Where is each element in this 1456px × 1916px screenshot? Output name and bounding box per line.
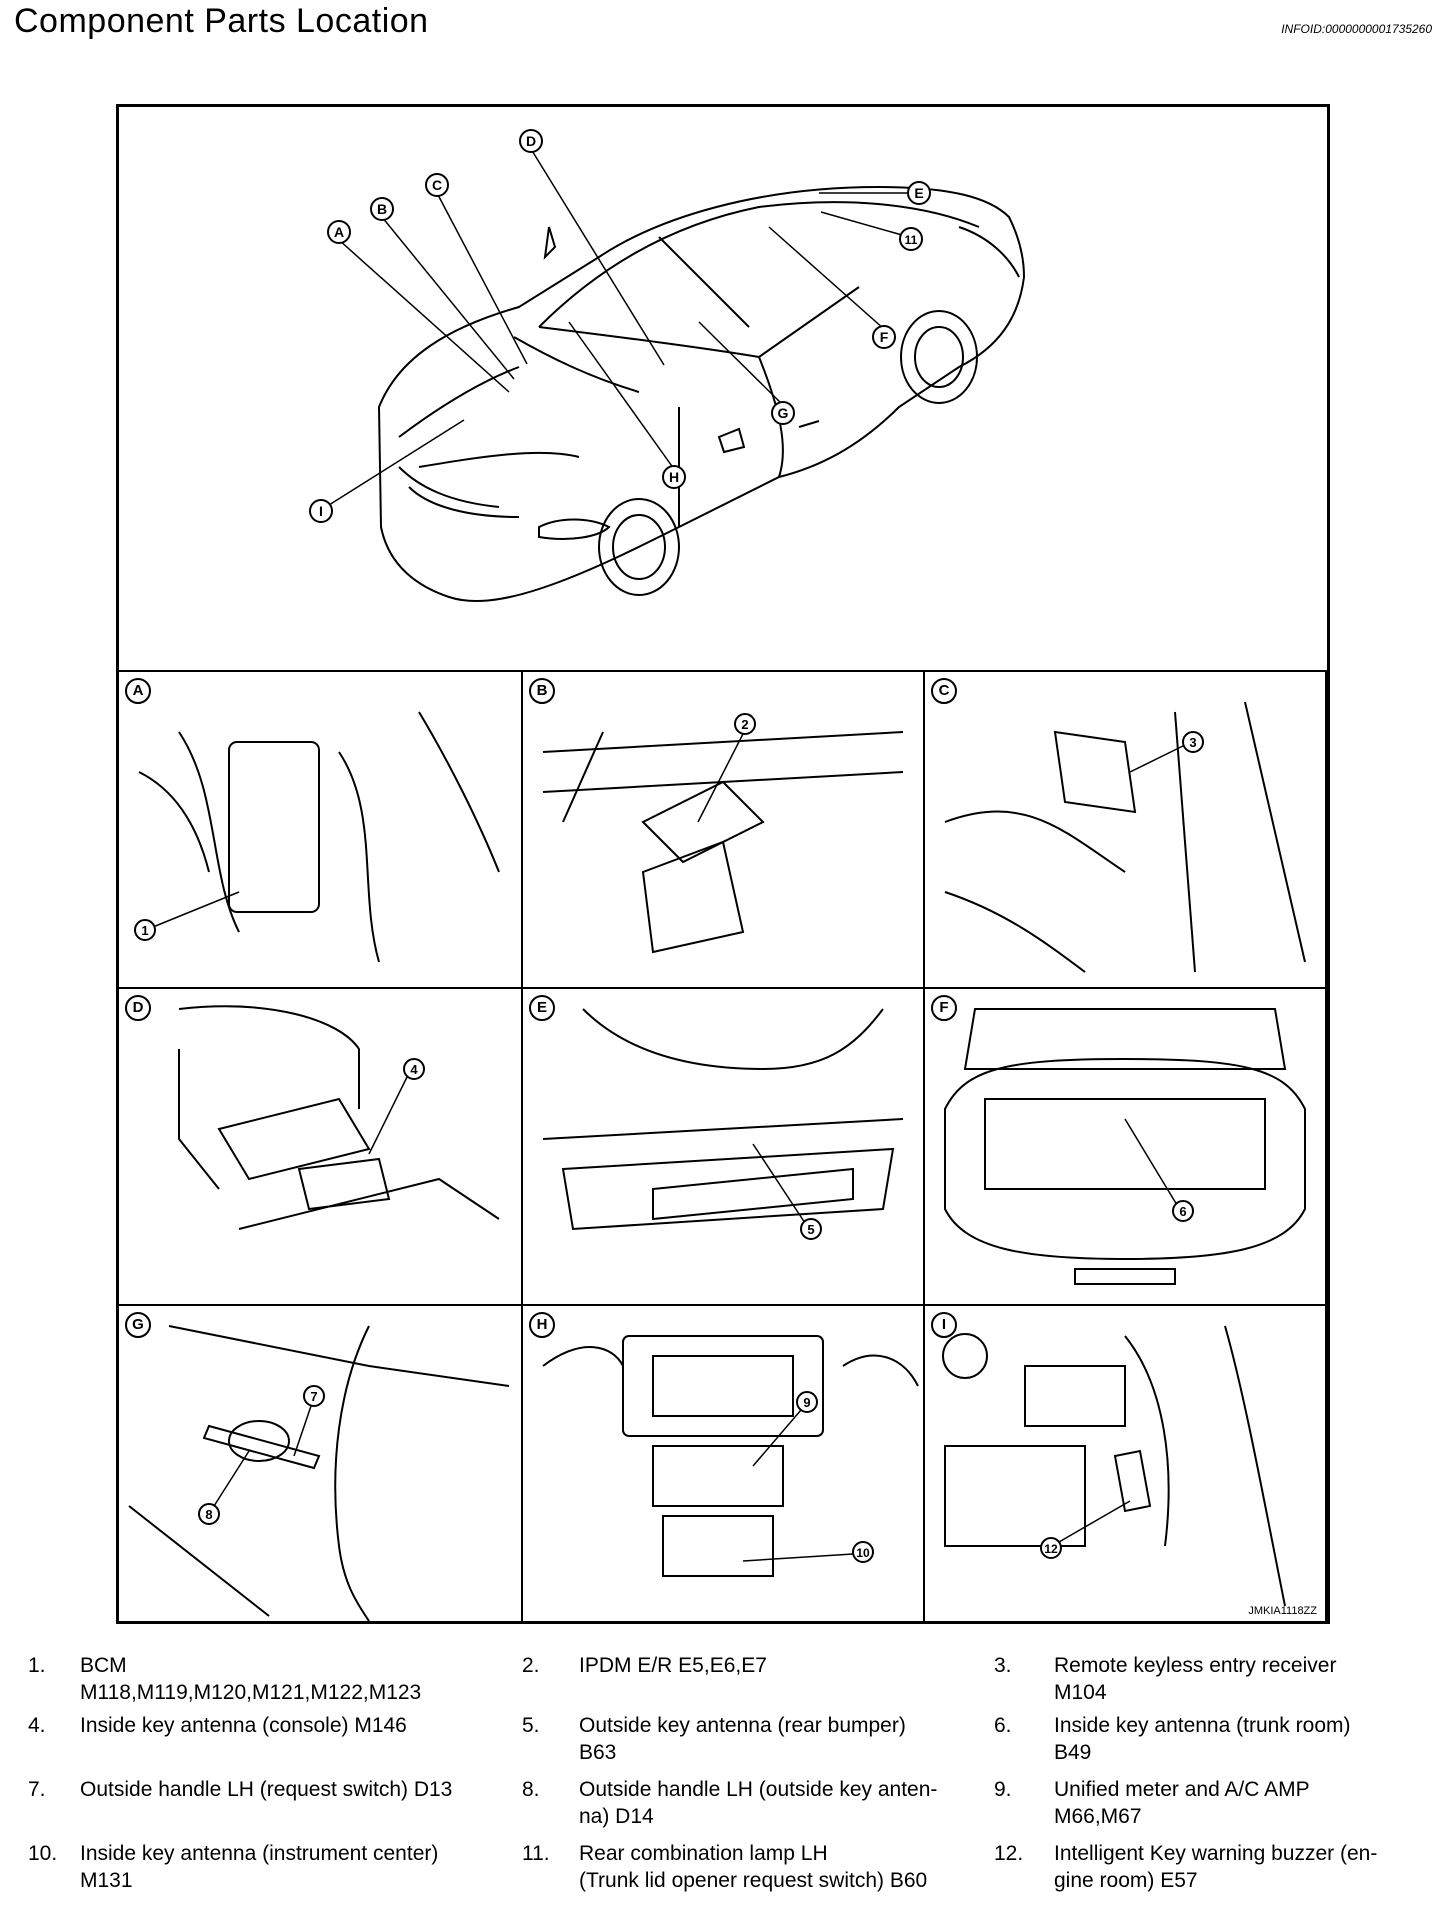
panel-B-drawing: 2 <box>542 713 904 954</box>
legend-item-number: 3. <box>994 1654 1012 1677</box>
info-id: INFOID:0000000001735260 <box>1281 22 1432 36</box>
panel-E-drawing: 5 <box>542 1008 904 1240</box>
panel-H-callout2: 10 <box>856 1546 870 1560</box>
legend-item-number: 11. <box>522 1842 550 1865</box>
panel-C-drawing: 3 <box>944 701 1306 973</box>
panel-H: 9 10 H <box>523 1304 925 1621</box>
car-overview-illustration: A B C D E F G H I 11 <box>119 107 1327 669</box>
panel-I: 12 I JMKIA1118ZZ <box>925 1304 1327 1621</box>
panel-C: 3 C <box>925 670 1327 987</box>
legend-item-number: 1. <box>28 1654 46 1677</box>
panel-B-callout: 2 <box>741 717 748 732</box>
callout-D-label: D <box>526 133 536 149</box>
callout-F: F <box>872 325 896 349</box>
panel-D-callout: 4 <box>410 1062 418 1077</box>
panel-A: 1 A <box>119 670 523 987</box>
legend-item-number: 2. <box>522 1654 540 1677</box>
legend-item-text: IPDM E/R E5,E6,E7 <box>579 1654 767 1677</box>
legend-item-text: Remote keyless entry receiver M104 <box>1054 1654 1337 1704</box>
panel-C-label: C <box>931 678 957 704</box>
callout-C: C <box>425 173 449 197</box>
panel-H-callout: 9 <box>803 1395 810 1410</box>
panel-I-label: I <box>931 1312 957 1338</box>
panel-E-label: E <box>529 995 555 1021</box>
panel-A-callout: 1 <box>141 923 148 938</box>
panel-F-callout: 6 <box>1179 1204 1186 1219</box>
callout-F-label: F <box>880 329 889 345</box>
legend-item-text: Outside handle LH (request switch) D13 <box>80 1778 453 1801</box>
panel-F: 6 F <box>925 987 1327 1304</box>
callout-A-label: A <box>334 224 344 240</box>
callout-I-label: I <box>319 503 323 519</box>
panel-D-label: D <box>125 995 151 1021</box>
legend-item-number: 7. <box>28 1778 46 1801</box>
legend-item-text: BCM M118,M119,M120,M121,M122,M123 <box>80 1654 422 1704</box>
panel-D: 4 D <box>119 987 523 1304</box>
legend-item-text: Inside key antenna (console) M146 <box>80 1714 407 1737</box>
callout-C-label: C <box>432 177 442 193</box>
panel-G-callout2: 8 <box>205 1507 212 1522</box>
panel-B-label: B <box>529 678 555 704</box>
panel-F-drawing: 6 <box>944 1008 1306 1285</box>
legend-item-number: 8. <box>522 1778 540 1801</box>
callout-D: D <box>519 129 543 153</box>
legend-item-text: Inside key antenna (instrument center) M… <box>80 1842 439 1892</box>
panel-B: 2 B <box>523 670 925 987</box>
legend-item-number: 12. <box>994 1842 1024 1865</box>
panel-H-drawing: 9 10 <box>542 1335 919 1577</box>
panel-H-label: H <box>529 1312 555 1338</box>
panel-D-drawing: 4 <box>178 1005 500 1230</box>
component-figure: A B C D E F G H I 11 1 A 2 B 3 C <box>116 104 1330 1624</box>
panel-G-callout: 7 <box>310 1389 317 1404</box>
callout-E: E <box>907 181 931 205</box>
callout-11: 11 <box>899 227 923 251</box>
legend-item-text: Outside key antenna (rear bumper) B63 <box>579 1714 906 1764</box>
panel-E-callout: 5 <box>807 1222 814 1237</box>
legend-item-text: Rear combination lamp LH (Trunk lid open… <box>579 1842 928 1892</box>
panel-F-label: F <box>931 995 957 1021</box>
callout-B: B <box>370 197 394 221</box>
figure-code: JMKIA1118ZZ <box>1248 1605 1317 1617</box>
callout-B-label: B <box>377 201 387 217</box>
callout-A: A <box>327 220 351 244</box>
page-title: Component Parts Location <box>14 2 429 40</box>
callout-I: I <box>309 499 333 523</box>
legend-item-text: Inside key antenna (trunk room) B49 <box>1054 1714 1351 1764</box>
legend-item-text: Outside handle LH (outside key anten- na… <box>579 1778 938 1828</box>
legend-item-text: Unified meter and A/C AMP M66,M67 <box>1054 1778 1310 1828</box>
car-overview-drawing: A B C D E F G H I 11 <box>309 129 1026 603</box>
panel-G-label: G <box>125 1312 151 1338</box>
panel-E: 5 E <box>523 987 925 1304</box>
panel-G-drawing: 78 <box>128 1325 510 1622</box>
legend-item-number: 4. <box>28 1714 46 1737</box>
legend-item-number: 9. <box>994 1778 1012 1801</box>
callout-H: H <box>662 465 686 489</box>
callout-11-label: 11 <box>905 233 918 247</box>
callout-G-label: G <box>778 405 789 421</box>
callout-G: G <box>771 401 795 425</box>
callout-H-label: H <box>669 469 679 485</box>
panel-A-drawing: 1 <box>134 711 500 963</box>
legend-item-number: 10. <box>28 1842 58 1865</box>
legend-item-text: Intelligent Key warning buzzer (en- gine… <box>1054 1842 1378 1892</box>
panel-C-callout: 3 <box>1189 735 1196 750</box>
panel-I-drawing: 12 <box>942 1325 1286 1607</box>
panel-I-callout: 12 <box>1044 1542 1058 1556</box>
legend-item-number: 5. <box>522 1714 540 1737</box>
legend-item-number: 6. <box>994 1714 1012 1737</box>
panel-A-label: A <box>125 678 151 704</box>
callout-E-label: E <box>914 185 923 201</box>
